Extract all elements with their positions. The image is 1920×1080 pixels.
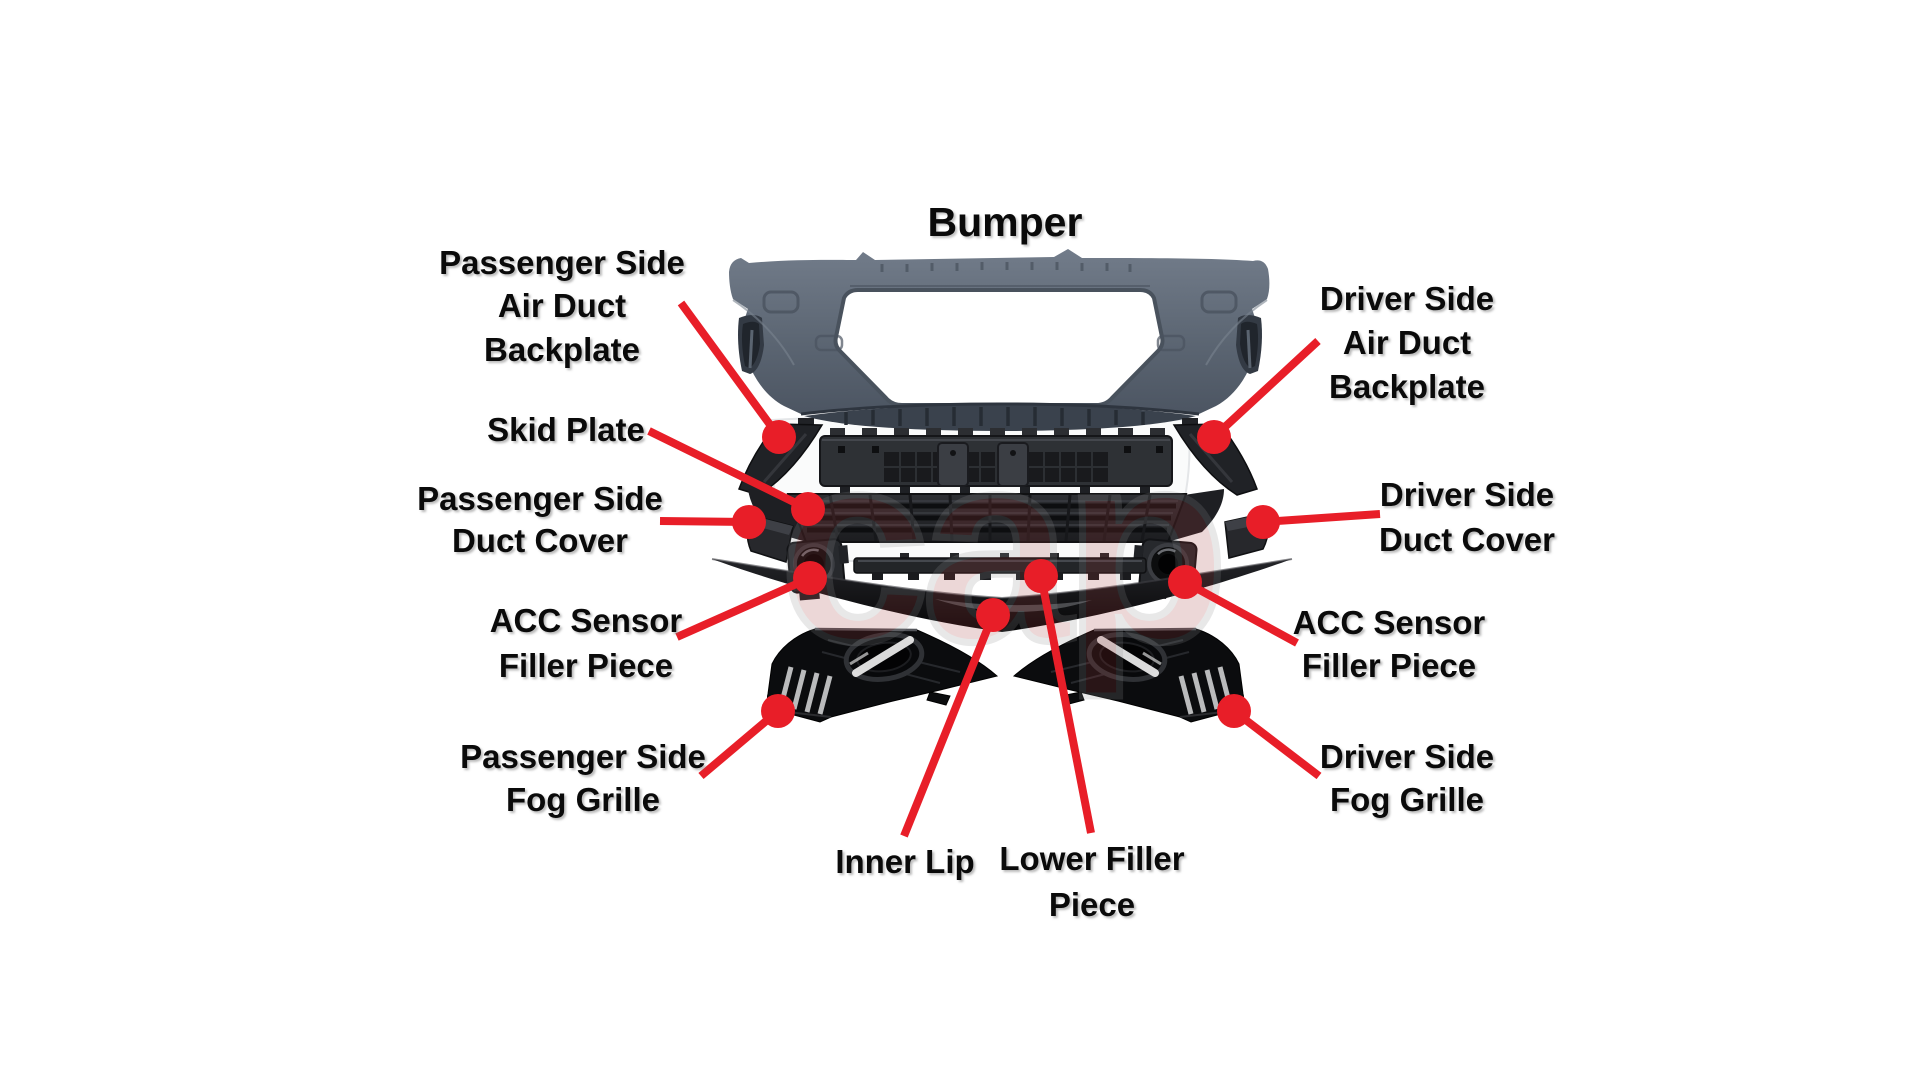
label-skid-plate: Skid Plate xyxy=(487,411,645,448)
callout-driver-duct-cover xyxy=(1246,505,1381,539)
bumper-cover-illustration xyxy=(729,249,1270,431)
callout-passenger-fog-grille xyxy=(698,694,795,780)
label-line: Skid Plate xyxy=(487,411,645,448)
label-line: Lower Filler xyxy=(999,840,1184,877)
callout-passenger-acc-sensor xyxy=(675,561,827,641)
label-line: Fog Grille xyxy=(1330,781,1484,818)
callout-dot xyxy=(1246,505,1280,539)
callout-line xyxy=(1037,575,1095,834)
label-inner-lip: Inner Lip xyxy=(835,843,974,880)
label-driver-duct-cover: Driver Side Duct Cover xyxy=(1379,476,1555,558)
label-passenger-acc-sensor: ACC Sensor Filler Piece xyxy=(490,602,683,684)
callout-line xyxy=(1262,510,1381,526)
grille-opening-frame xyxy=(833,288,1165,407)
label-line: Driver Side xyxy=(1320,738,1494,775)
label-line: Passenger Side xyxy=(439,244,685,281)
skid-plate-support-bar xyxy=(819,428,1173,487)
callout-dot xyxy=(1024,559,1058,593)
label-lower-filler-piece: Lower Filler Piece xyxy=(999,840,1184,923)
callout-line xyxy=(677,300,783,440)
label-driver-air-duct-backplate: Driver Side Air Duct Backplate xyxy=(1320,280,1494,405)
label-passenger-fog-grille: Passenger Side Fog Grille xyxy=(460,738,706,818)
callout-inner-lip xyxy=(900,598,1010,838)
label-line: Driver Side xyxy=(1320,280,1494,317)
callout-skid-plate xyxy=(647,427,825,526)
page-title: Bumper xyxy=(928,199,1083,245)
label-line: Filler Piece xyxy=(1302,647,1476,684)
label-line: Duct Cover xyxy=(1379,521,1555,558)
callout-line xyxy=(900,613,997,838)
callout-driver-fog-grille xyxy=(1217,694,1322,780)
label-line: Fog Grille xyxy=(506,781,660,818)
label-line: Backplate xyxy=(484,331,640,368)
callout-dot xyxy=(761,694,795,728)
label-driver-fog-grille: Driver Side Fog Grille xyxy=(1320,738,1494,818)
callout-line xyxy=(675,574,812,641)
callout-dot xyxy=(732,505,766,539)
side-duct-opening-left xyxy=(738,315,764,374)
callout-line xyxy=(1211,338,1321,440)
license-bar-ticks xyxy=(880,262,1132,272)
callout-driver-air-duct-backplate xyxy=(1197,338,1321,454)
callout-line xyxy=(1231,707,1322,780)
driver-air-duct-backplate-part xyxy=(1172,418,1258,496)
callout-dot xyxy=(1197,420,1231,454)
label-line: ACC Sensor xyxy=(1293,604,1486,641)
callout-dot xyxy=(1217,694,1251,728)
label-line: Air Duct xyxy=(1343,324,1471,361)
label-line: ACC Sensor xyxy=(490,602,683,639)
bumper-lower-shadow-band xyxy=(804,405,1196,431)
callout-dot xyxy=(791,492,825,526)
callout-lower-filler-piece xyxy=(1024,559,1095,834)
label-line: Passenger Side xyxy=(417,480,663,517)
label-driver-acc-sensor: ACC Sensor Filler Piece xyxy=(1293,604,1486,684)
callout-dot xyxy=(762,420,796,454)
label-line: Inner Lip xyxy=(835,843,974,880)
callout-dot xyxy=(976,598,1010,632)
lower-filler-piece-part xyxy=(853,553,1147,580)
label-passenger-duct-cover: Passenger Side Duct Cover xyxy=(417,480,663,559)
passenger-fog-grille-part xyxy=(767,627,999,723)
callout-passenger-air-duct-backplate xyxy=(677,300,796,454)
callouts xyxy=(647,300,1381,838)
callout-passenger-duct-cover xyxy=(659,505,766,539)
skid-plate-part xyxy=(748,487,1224,543)
label-line: Passenger Side xyxy=(460,738,706,775)
label-line: Air Duct xyxy=(498,287,626,324)
label-line: Filler Piece xyxy=(499,647,673,684)
callout-line xyxy=(1183,578,1299,647)
watermark-logo: cap xyxy=(779,397,1220,699)
callout-dot xyxy=(1168,565,1202,599)
bumper-band-ribs xyxy=(844,407,1145,426)
label-line: Backplate xyxy=(1329,368,1485,405)
callout-line xyxy=(647,427,810,513)
label-passenger-air-duct-backplate: Passenger Side Air Duct Backplate xyxy=(439,244,685,368)
callout-dot xyxy=(793,561,827,595)
label-line: Duct Cover xyxy=(452,522,628,559)
callout-driver-acc-sensor xyxy=(1168,565,1299,647)
label-line: Driver Side xyxy=(1380,476,1554,513)
side-duct-opening-right xyxy=(1236,315,1262,374)
label-line: Piece xyxy=(1049,886,1135,923)
